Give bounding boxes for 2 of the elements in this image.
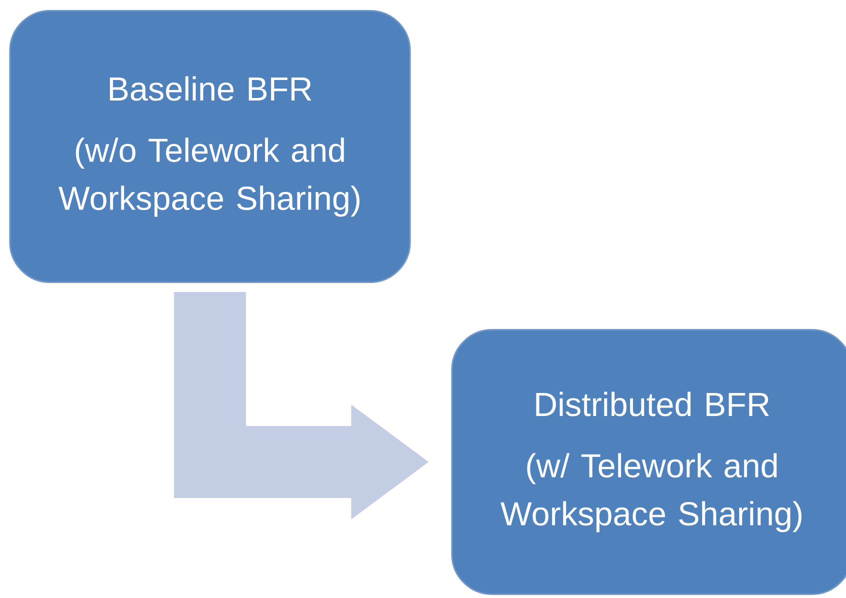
rounded-box: Baseline BFR (w/o Telework and Workspace Sharing) — [9, 10, 411, 284]
rounded-box: Distributed BFR (w/ Telework and Workspace Sharing) — [451, 329, 846, 595]
